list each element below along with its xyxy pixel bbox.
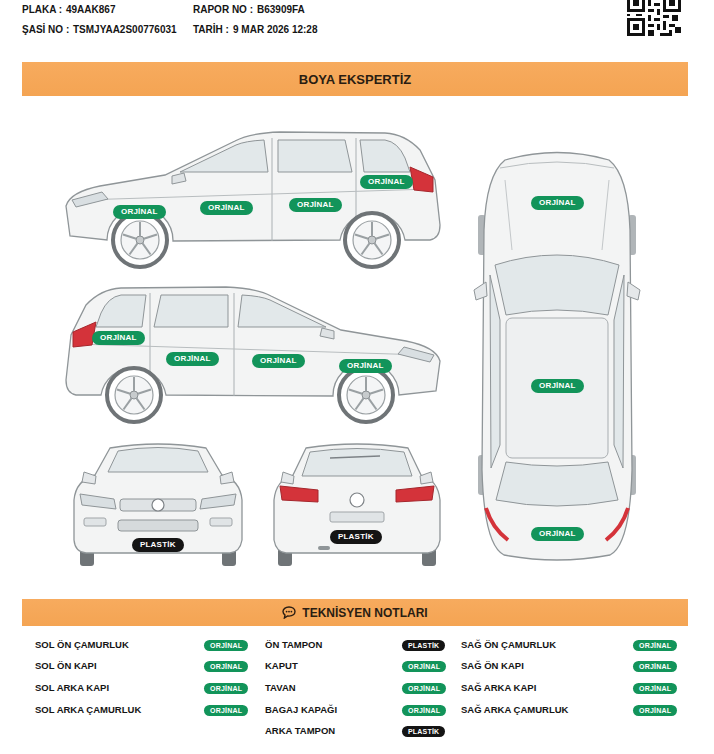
status-badge: PLASTİK bbox=[402, 726, 445, 737]
status-badge: ORJİNAL bbox=[633, 683, 677, 694]
badge-text: ORJİNAL bbox=[260, 357, 297, 365]
status-badge: PLASTİK bbox=[402, 640, 445, 651]
badge-text: ORJİNAL bbox=[210, 707, 242, 714]
badge-text: ORJİNAL bbox=[539, 382, 576, 390]
title-text: BOYA EKSPERTİZ bbox=[299, 72, 411, 87]
badge-text: ORJİNAL bbox=[174, 355, 211, 363]
status-badge: ORJİNAL bbox=[204, 640, 248, 651]
status-badge: ORJİNAL bbox=[92, 331, 145, 345]
chat-icon bbox=[282, 606, 296, 619]
badge-text: ORJİNAL bbox=[539, 199, 576, 207]
qr-code bbox=[627, 0, 681, 37]
status-badge: ORJİNAL bbox=[633, 661, 677, 672]
status-badge: ORJİNAL bbox=[339, 359, 392, 373]
badge-text: ORJİNAL bbox=[408, 707, 440, 714]
status-badge: ORJİNAL bbox=[289, 198, 342, 212]
header-field: RAPOR NO : bbox=[193, 4, 253, 15]
part-name: BAGAJ KAPAĞI bbox=[265, 705, 337, 715]
status-badge: ORJİNAL bbox=[113, 205, 166, 219]
status-badge: ORJİNAL bbox=[360, 175, 413, 189]
part-name: SAĞ ÖN ÇAMURLUK bbox=[461, 640, 556, 650]
badge-text: PLASTİK bbox=[338, 533, 374, 541]
status-badge: ORJİNAL bbox=[204, 683, 248, 694]
status-badge: PLASTİK bbox=[330, 530, 382, 544]
part-name: SAĞ ARKA KAPI bbox=[461, 683, 536, 693]
badge-text: ORJİNAL bbox=[639, 685, 671, 692]
status-badge: ORJİNAL bbox=[633, 640, 677, 651]
part-name: SAĞ ÖN KAPI bbox=[461, 661, 524, 671]
side-view-right bbox=[66, 287, 440, 422]
badge-text: ORJİNAL bbox=[347, 362, 384, 370]
badge-text: ORJİNAL bbox=[210, 685, 242, 692]
badge-text: ORJİNAL bbox=[121, 208, 158, 216]
part-name: ARKA TAMPON bbox=[265, 726, 335, 736]
header-field: PLAKA : bbox=[22, 4, 62, 15]
part-name: SOL ARKA ÇAMURLUK bbox=[35, 705, 141, 715]
badge-text: ORJİNAL bbox=[210, 642, 242, 649]
status-badge: ORJİNAL bbox=[252, 354, 305, 368]
status-badge: ORJİNAL bbox=[166, 352, 219, 366]
header-field: ŞASİ NO : bbox=[22, 24, 69, 35]
side-view-left bbox=[66, 132, 440, 267]
status-badge: PLASTİK bbox=[132, 538, 184, 552]
status-badge: ORJİNAL bbox=[204, 661, 248, 672]
header-field: B63909FA bbox=[257, 4, 305, 15]
part-name: TAVAN bbox=[265, 683, 296, 693]
header-field: TARİH : bbox=[193, 24, 229, 35]
status-badge: ORJİNAL bbox=[531, 379, 584, 393]
badge-text: ORJİNAL bbox=[100, 334, 137, 342]
badge-text: PLASTİK bbox=[408, 642, 439, 649]
part-name: KAPUT bbox=[265, 661, 298, 671]
front-view bbox=[74, 444, 242, 566]
badge-text: ORJİNAL bbox=[639, 663, 671, 670]
notes-header-band: TEKNİSYEN NOTLARI bbox=[22, 599, 688, 626]
part-name: SOL ARKA KAPI bbox=[35, 683, 109, 693]
badge-text: PLASTİK bbox=[140, 541, 176, 549]
part-name: SOL ÖN ÇAMURLUK bbox=[35, 640, 129, 650]
status-badge: ORJİNAL bbox=[402, 705, 446, 716]
badge-text: ORJİNAL bbox=[539, 530, 576, 538]
badge-text: ORJİNAL bbox=[208, 204, 245, 212]
status-badge: ORJİNAL bbox=[402, 661, 446, 672]
badge-text: ORJİNAL bbox=[368, 178, 405, 186]
part-name: ÖN TAMPON bbox=[265, 640, 322, 650]
badge-text: ORJİNAL bbox=[639, 707, 671, 714]
part-name: SOL ÖN KAPI bbox=[35, 661, 97, 671]
top-view bbox=[474, 153, 640, 561]
badge-text: ORJİNAL bbox=[297, 201, 334, 209]
title-band: BOYA EKSPERTİZ bbox=[22, 62, 688, 96]
badge-text: ORJİNAL bbox=[639, 642, 671, 649]
badge-text: ORJİNAL bbox=[408, 663, 440, 670]
status-badge: ORJİNAL bbox=[531, 527, 584, 541]
part-name: SAĞ ARKA ÇAMURLUK bbox=[461, 705, 568, 715]
header-field: 9 MAR 2026 12:28 bbox=[233, 24, 318, 35]
badge-text: ORJİNAL bbox=[210, 663, 242, 670]
badge-text: PLASTİK bbox=[408, 728, 439, 735]
rear-view bbox=[274, 444, 440, 566]
status-badge: ORJİNAL bbox=[402, 683, 446, 694]
status-badge: ORJİNAL bbox=[204, 705, 248, 716]
header-field: TSMJYAA2S00776031 bbox=[73, 24, 177, 35]
status-badge: ORJİNAL bbox=[633, 705, 677, 716]
section-heading: TEKNİSYEN NOTLARI bbox=[302, 606, 427, 620]
status-badge: ORJİNAL bbox=[200, 201, 253, 215]
header-field: 49AAK867 bbox=[66, 4, 115, 15]
status-badge: ORJİNAL bbox=[531, 196, 584, 210]
badge-text: ORJİNAL bbox=[408, 685, 440, 692]
